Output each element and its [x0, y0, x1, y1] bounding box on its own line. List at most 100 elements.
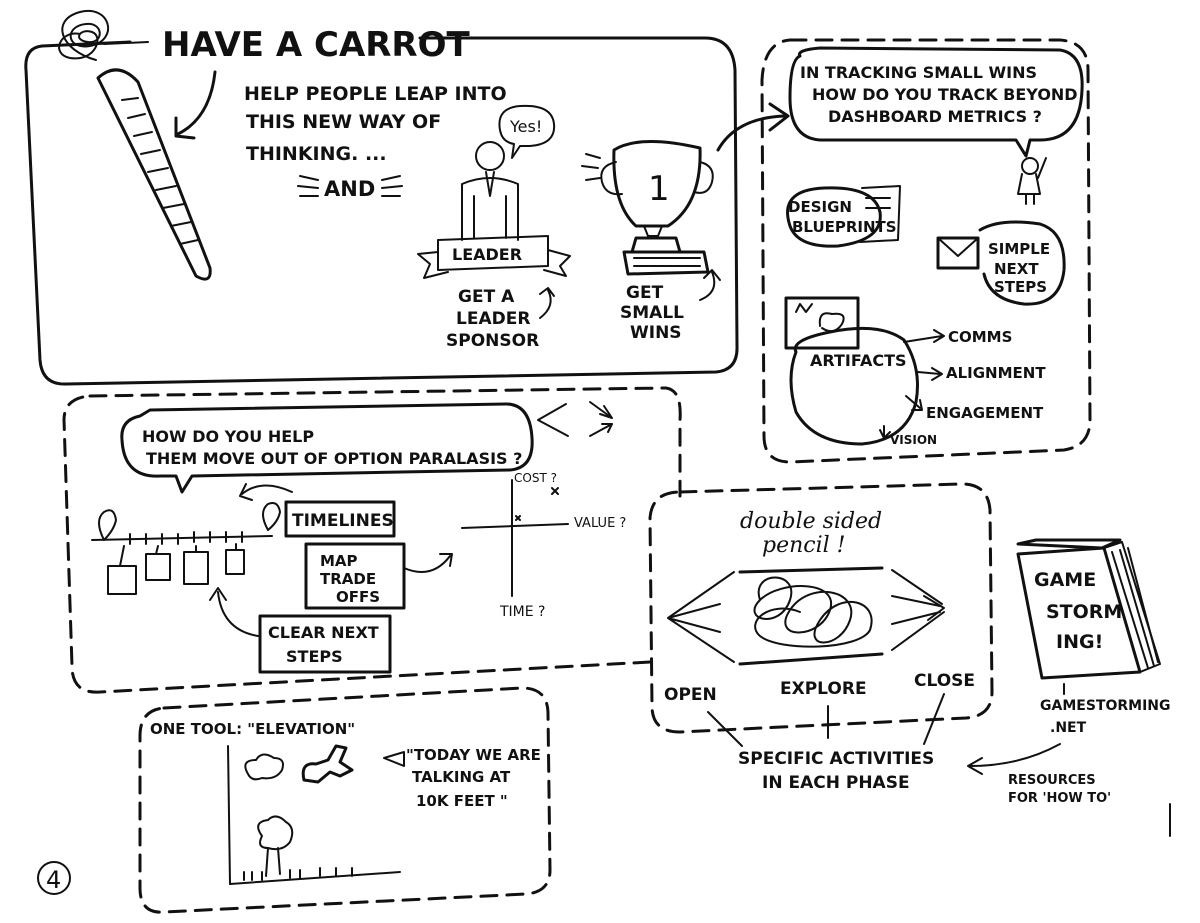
artifact-arrows: [879, 329, 945, 439]
artifact-output-engagement: ENGAGEMENT: [926, 404, 1044, 422]
elevation-quote-2: TALKING AT: [412, 768, 511, 786]
design-blueprints-2: BLUEPRINTS: [792, 218, 897, 236]
quote-pointer-icon: [383, 751, 405, 767]
tracking-question-bubble: [788, 46, 1084, 158]
trophy-caption-arrow: [699, 269, 721, 301]
book-line-1: GAME: [1034, 569, 1096, 591]
leader-figure-icon: [461, 141, 519, 241]
paralysis-question-bubble: [120, 402, 534, 494]
artifact-map-icon: [784, 296, 860, 350]
carrot-frame: [24, 36, 739, 386]
design-blueprints-bubble: [786, 186, 882, 248]
page-number-circle: [37, 861, 71, 895]
paralysis-frame: [62, 386, 682, 694]
phase-open: OPEN: [664, 685, 717, 705]
carrot-title: HAVE A CARROT: [162, 25, 471, 65]
carrot-stripes: [121, 97, 199, 245]
elevation-frame: [138, 686, 552, 914]
blueprint-doc-icon: [859, 185, 901, 243]
elevation-quote-1: "TODAY WE ARE: [406, 746, 541, 764]
resources-line-2: FOR 'HOW TO': [1008, 791, 1111, 806]
small-person-icon: [1017, 157, 1047, 205]
diverge-converge-icon: [667, 566, 945, 666]
tracking-question-3: DASHBOARD METRICS ?: [828, 107, 1042, 126]
axis-time-label: TIME ?: [499, 604, 546, 620]
site-line-1: GAMESTORMING: [1040, 698, 1170, 714]
tracking-section: IN TRACKING SMALL WINS HOW DO YOU TRACK …: [760, 38, 1092, 464]
map-trade-offs-1: MAP: [320, 552, 358, 570]
phase-connector-lines: [707, 693, 945, 747]
paralysis-question-2: THEM MOVE OUT OF OPTION PARALASIS ?: [146, 449, 522, 468]
timelines-box: [284, 500, 396, 538]
scribble-icon: [753, 576, 873, 648]
artifact-output-comms: COMMS: [948, 328, 1012, 346]
artifacts-label: ARTIFACTS: [810, 351, 907, 370]
pencil-frame: [648, 482, 994, 734]
pencil-script-1: double sided: [740, 509, 882, 534]
envelope-icon: [936, 236, 980, 270]
trophy-caption-3: WINS: [630, 323, 682, 343]
artifact-output-vision: VISION: [890, 433, 937, 447]
activities-line-2: IN EACH PHASE: [762, 773, 910, 793]
leader-caption-1: GET A: [458, 287, 515, 307]
leader-caption-2: LEADER: [456, 309, 530, 329]
trophy-number: 1: [648, 169, 670, 209]
and-emphasis-lines: [297, 175, 403, 197]
clear-steps-arrow: [209, 587, 259, 637]
clear-next-steps-box: [258, 614, 392, 674]
simple-next-steps-2: NEXT: [994, 260, 1039, 278]
speech-bubble-yes: [498, 104, 556, 159]
trophy-caption-1: GET: [626, 283, 664, 303]
simple-next-steps-bubble: [978, 220, 1066, 306]
intro-line-3: THINKING. ...: [246, 143, 387, 165]
timeline-icon: [91, 502, 281, 595]
option-arrows-icon: [537, 401, 613, 437]
trophy-icon: [600, 140, 714, 276]
site-line-2: .NET: [1050, 720, 1087, 736]
leader-banner: [417, 235, 571, 279]
map-trade-offs-box: [304, 542, 406, 610]
simple-next-steps-3: STEPS: [994, 278, 1047, 296]
phase-close: CLOSE: [914, 671, 975, 691]
book-icon: [1016, 538, 1161, 680]
book-line-2: STORM: [1046, 601, 1122, 623]
tracking-question-1: IN TRACKING SMALL WINS: [800, 63, 1037, 82]
resources-line-1: RESOURCES: [1008, 773, 1096, 788]
elevation-section: ONE TOOL: "ELEVATION" "TODAY WE ARE TALK…: [138, 686, 552, 914]
trophy-to-tracking-arrow: [716, 102, 790, 152]
elevation-quote-3: 10K FEET ": [416, 792, 508, 810]
carrot-section: HAVE A CARROT HELP PEOPLE LEAP INTO THIS…: [24, 9, 790, 386]
leader-caption-3: SPONSOR: [446, 331, 539, 351]
tracking-frame: [760, 38, 1092, 464]
clear-next-steps-2: STEPS: [286, 647, 343, 666]
phase-explore: EXPLORE: [780, 679, 867, 699]
intro-line-and: AND: [324, 177, 375, 201]
map-trade-offs-3: OFFS: [336, 588, 380, 606]
trade-off-axes-icon: [461, 479, 569, 597]
pencil-section: double sided pencil ! OPEN EXPLORE CLOSE…: [648, 482, 994, 793]
tracking-question-2: HOW DO YOU TRACK BEYOND: [812, 85, 1078, 104]
carrot-pointer-arrow: [174, 70, 217, 140]
elevation-title: ONE TOOL: "ELEVATION": [150, 720, 355, 738]
resources-arrow: [967, 743, 1061, 775]
timelines-label: TIMELINES: [292, 511, 394, 531]
pencil-script-2: pencil !: [762, 533, 846, 558]
axis-cost-label: COST ?: [514, 471, 557, 485]
paralysis-question-1: HOW DO YOU HELP: [142, 427, 314, 446]
axis-value-label: VALUE ?: [574, 516, 626, 531]
simple-next-steps-1: SIMPLE: [988, 240, 1050, 258]
leader-banner-text: LEADER: [452, 245, 522, 264]
elevation-chart-icon: [227, 745, 401, 885]
airplane-icon: [301, 744, 354, 784]
artifact-output-alignment: ALIGNMENT: [946, 364, 1046, 382]
trophy-caption-2: SMALL: [620, 303, 684, 323]
intro-line-2: THIS NEW WAY OF: [246, 111, 441, 133]
artifacts-bubble: [789, 326, 919, 446]
tree-icon: [257, 815, 294, 877]
leader-caption-arrow: [539, 287, 555, 319]
page-number: 4: [46, 866, 61, 894]
intro-line-1: HELP PEOPLE LEAP INTO: [244, 83, 507, 105]
book-line-3: ING!: [1056, 631, 1103, 653]
carrot-icon: [96, 68, 212, 281]
